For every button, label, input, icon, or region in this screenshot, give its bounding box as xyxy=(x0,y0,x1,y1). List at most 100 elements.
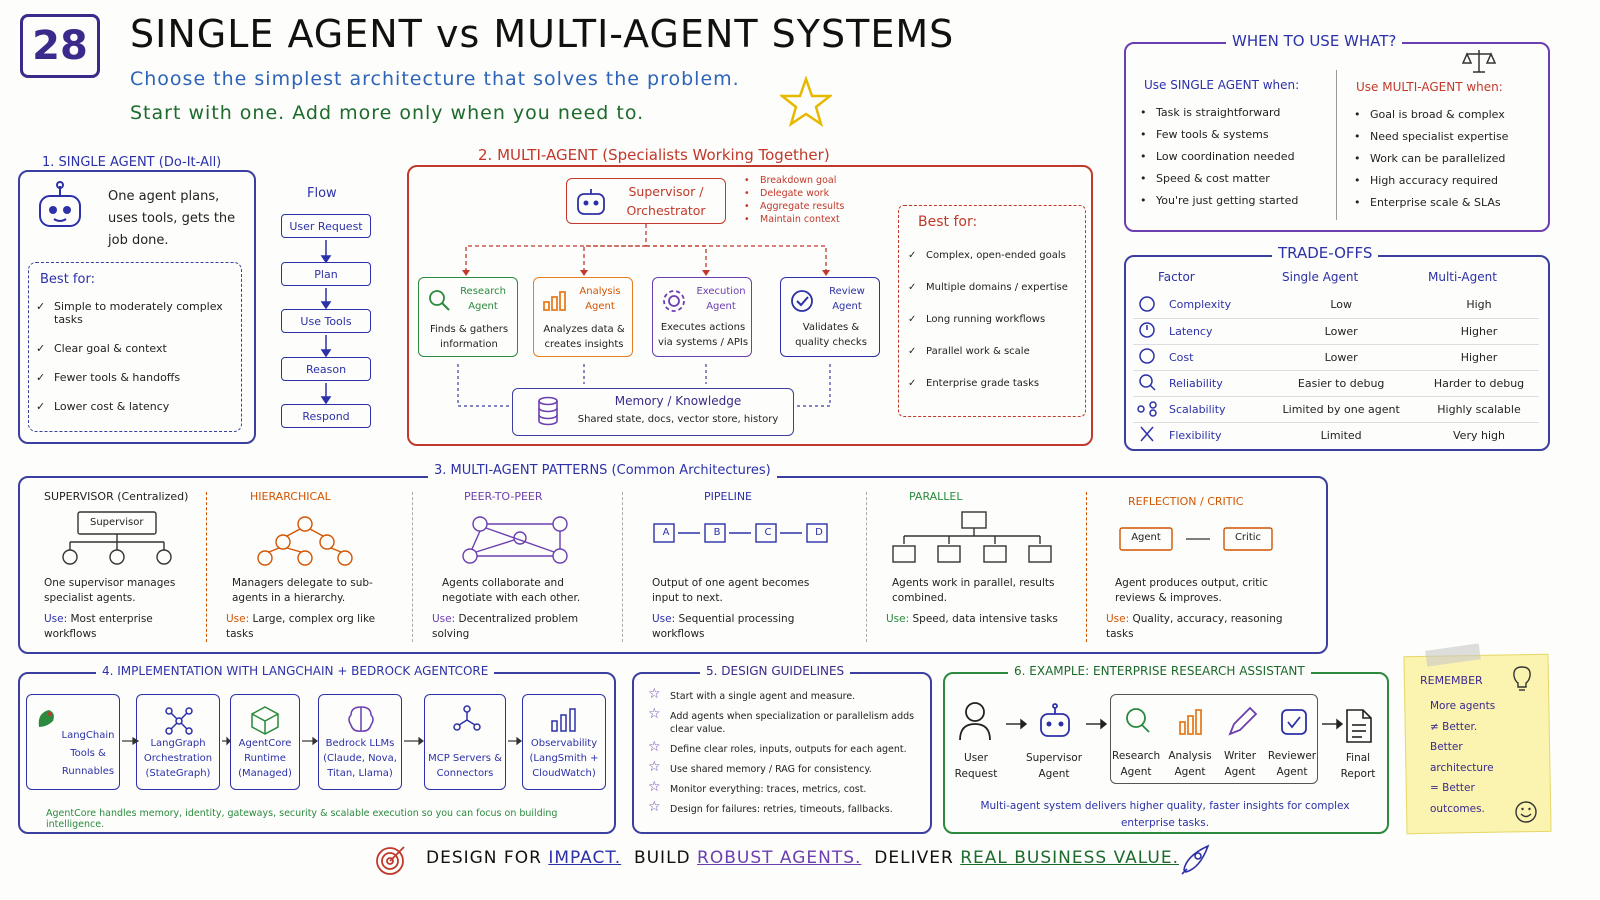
flow-step: Respond xyxy=(281,404,371,428)
flow-step: User Request xyxy=(281,214,371,238)
multi-agent-title: 2. MULTI-AGENT (Specialists Working Toge… xyxy=(472,146,836,164)
pattern-name: HIERARCHICAL xyxy=(250,490,331,503)
remember-title: REMEMBER xyxy=(1420,674,1483,687)
table-cell: Limited xyxy=(1320,428,1362,442)
memory-desc: Shared state, docs, vector store, histor… xyxy=(577,414,779,425)
database-icon xyxy=(538,396,558,426)
single-agent-desc: One agent plans, uses tools, gets the jo… xyxy=(108,189,236,248)
agent-name: Execution Agent xyxy=(696,286,746,312)
when-single-title: Use SINGLE AGENT when: xyxy=(1144,78,1300,92)
pattern-desc: Agents collaborate and negotiate with ea… xyxy=(442,577,581,604)
star-icon: ☆ xyxy=(648,759,661,775)
list-item: ☆Use shared memory / RAG for consistency… xyxy=(648,759,872,775)
pattern-use: Use: Quality, accuracy, reasoning tasks xyxy=(1106,613,1283,640)
table-cell: Limited by one agent xyxy=(1263,396,1419,423)
agent-desc: Analyzes data & creates insights xyxy=(543,324,625,350)
target-icon xyxy=(376,846,405,875)
table-cell: Low xyxy=(1263,292,1419,319)
example-step: User Request xyxy=(954,752,998,780)
list-item: Low coordination needed xyxy=(1140,150,1330,163)
star-icon: ☆ xyxy=(648,739,661,755)
agent-name: Analysis Agent xyxy=(579,286,621,312)
review-agent-card: Review Agent Validates & quality checks xyxy=(780,277,880,357)
list-item: Parallel work & scale xyxy=(908,346,1086,357)
star-icon: ☆ xyxy=(648,686,661,702)
list-item: High accuracy required xyxy=(1354,174,1544,187)
table-cell: Very high xyxy=(1453,428,1505,442)
impl-title: 4. IMPLEMENTATION WITH LANGCHAIN + BEDRO… xyxy=(96,664,495,678)
bar-chart-icon xyxy=(551,708,576,732)
list-item: You're just getting started xyxy=(1140,194,1330,207)
table-cell: Flexibility xyxy=(1169,428,1222,442)
tradeoffs-title: TRADE-OFFS xyxy=(1272,244,1379,262)
example-step: Writer Agent xyxy=(1223,750,1257,778)
pattern-name: PIPELINE xyxy=(704,490,753,503)
pattern-desc: Output of one agent becomes input to nex… xyxy=(652,577,810,604)
pattern-name: PARALLEL xyxy=(909,490,963,503)
list-item: Enterprise scale & SLAs xyxy=(1354,196,1544,209)
pattern-use: Use: Decentralized problem solving xyxy=(432,613,579,640)
check-circle-icon xyxy=(791,290,813,312)
list-item: ☆Define clear roles, inputs, outputs for… xyxy=(648,739,907,755)
page-title: SINGLE AGENT vs MULTI-AGENT SYSTEMS xyxy=(130,12,955,56)
single-best-list: Simple to moderately complex tasks Clear… xyxy=(36,300,236,423)
reflection-node: Agent xyxy=(1131,532,1161,543)
poster-number: 28 xyxy=(20,14,100,78)
pipeline-node: D xyxy=(815,527,823,538)
pattern-use: Use: Sequential processing workflows xyxy=(652,613,795,640)
flow-arrows xyxy=(320,240,332,405)
example-title: 6. EXAMPLE: ENTERPRISE RESEARCH ASSISTAN… xyxy=(1008,664,1311,678)
example-arrows xyxy=(1006,718,1344,730)
when-title: WHEN TO USE WHAT? xyxy=(1226,32,1403,50)
list-item: Fewer tools & handoffs xyxy=(36,371,236,384)
star-icon xyxy=(780,76,832,127)
parrot-icon xyxy=(38,710,54,727)
list-item: Complex, open-ended goals xyxy=(908,250,1086,261)
robot-icon xyxy=(577,189,605,215)
pattern-use: Use: Speed, data intensive tasks xyxy=(886,613,1058,625)
smiley-icon xyxy=(1515,801,1537,823)
subtitle-2: Start with one. Add more only when you n… xyxy=(130,102,645,124)
single-best-box xyxy=(28,262,242,432)
pattern-name: PEER-TO-PEER xyxy=(464,490,543,503)
list-item: Delegate work xyxy=(744,188,884,199)
table-cell: Scalability xyxy=(1133,396,1264,423)
pattern-desc: Agent produces output, critic reviews & … xyxy=(1115,577,1269,604)
bar-chart-icon xyxy=(543,291,566,311)
list-item: Maintain context xyxy=(744,214,884,225)
execution-agent-card: Execution Agent Executes actions via sys… xyxy=(652,277,752,357)
when-multi-list: Goal is broad & complex Need specialist … xyxy=(1354,108,1544,218)
single-agent-panel xyxy=(18,170,256,444)
table-header: Multi-Agent xyxy=(1428,270,1497,284)
user-icon xyxy=(959,702,991,741)
supervisor-notes: Breakdown goal Delegate work Aggregate r… xyxy=(744,175,884,227)
memory-title: Memory / Knowledge xyxy=(614,394,742,408)
pattern-diagrams xyxy=(62,511,1273,566)
example-agents-group xyxy=(1110,694,1318,784)
guidelines-list: ☆Start with a single agent and measure. … xyxy=(648,686,930,816)
flow-step: Reason xyxy=(281,357,371,381)
impl-note: AgentCore handles memory, identity, gate… xyxy=(46,808,558,830)
list-item: Clear goal & context xyxy=(36,342,236,355)
subtitle-1: Choose the simplest architecture that so… xyxy=(130,68,740,90)
example-step: Final Report xyxy=(1340,752,1376,780)
supervisor-node-label: Supervisor xyxy=(90,517,144,528)
table-row: Flexibility Limited Very high xyxy=(1133,422,1539,448)
flow-title: Flow xyxy=(307,186,337,201)
factor-icons xyxy=(1137,296,1157,442)
single-best-title: Best for: xyxy=(40,272,95,287)
divider xyxy=(1336,70,1337,220)
single-agent-title: 1. SINGLE AGENT (Do-It-All) xyxy=(36,155,228,170)
table-cell: Higher xyxy=(1419,318,1539,345)
multi-best-box xyxy=(898,205,1086,417)
list-item: Breakdown goal xyxy=(744,175,884,186)
agent-desc: Executes actions via systems / APIs xyxy=(657,322,749,348)
table-header: Factor xyxy=(1158,270,1195,284)
table-cell: Complexity xyxy=(1133,292,1264,319)
list-item: Enterprise grade tasks xyxy=(908,378,1086,389)
rocket-icon xyxy=(1181,844,1210,875)
table-cell: Easier to debug xyxy=(1263,370,1419,397)
